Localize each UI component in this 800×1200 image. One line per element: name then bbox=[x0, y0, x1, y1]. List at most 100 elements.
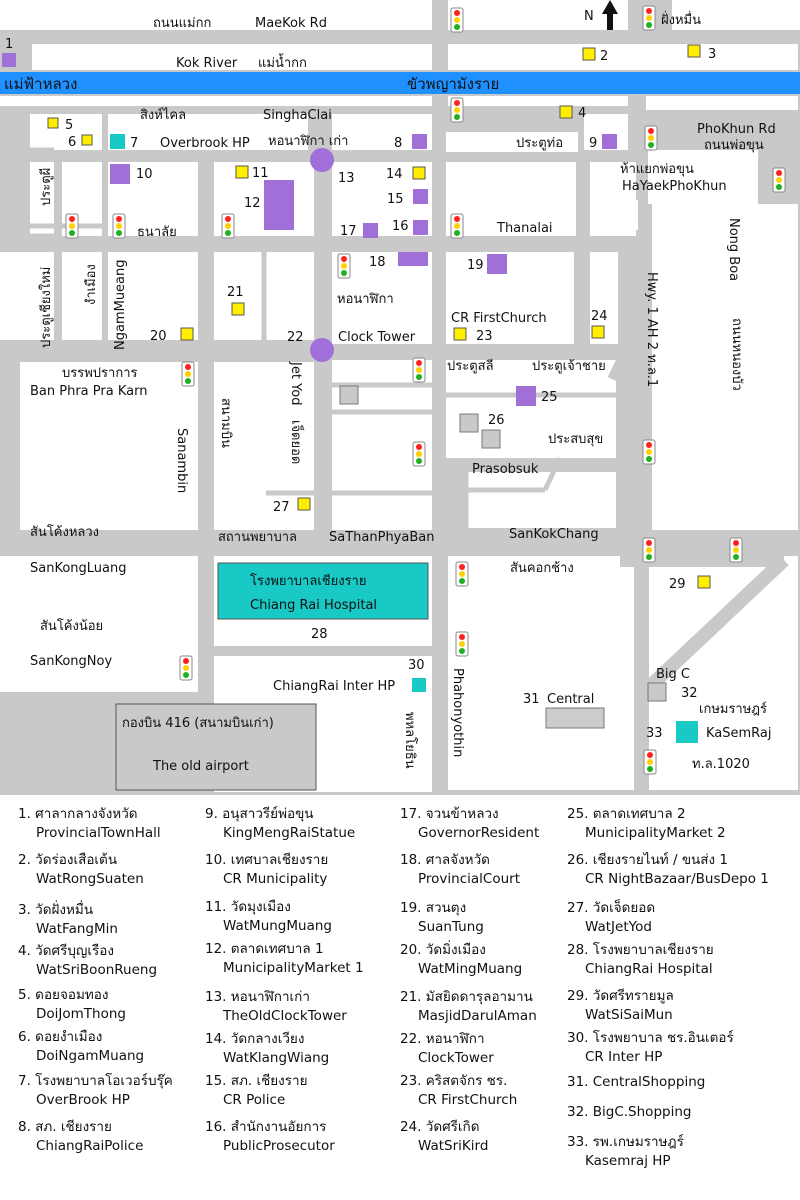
label-ngamueang-th: งำเมือง bbox=[83, 264, 99, 305]
label-maekok-en: MaeKok Rd bbox=[255, 16, 327, 31]
legend-item-subtitle: MunicipalityMarket 1 bbox=[223, 960, 364, 976]
legend-item-subtitle: WatFangMin bbox=[36, 921, 118, 937]
svg-text:7: 7 bbox=[130, 136, 138, 151]
label-sathan-en: SaThanPhyaBan bbox=[329, 530, 434, 545]
marker-25[interactable] bbox=[516, 386, 536, 406]
marker-6[interactable] bbox=[81, 134, 93, 146]
chiang-rai-hospital-area[interactable] bbox=[217, 562, 429, 620]
label-hwy: Hwy. 1 AH 2 ท.ล.1 bbox=[644, 272, 659, 387]
marker-24[interactable] bbox=[591, 325, 605, 339]
legend-item-title: 13. หอนาฬิกาเก่า bbox=[205, 989, 310, 1005]
legend-item: 32. BigC.Shopping bbox=[567, 1103, 691, 1122]
legend-item-title: 8. สภ. เชียงราย bbox=[18, 1119, 112, 1135]
legend-item-subtitle: OverBrook HP bbox=[36, 1092, 130, 1108]
old-airport-area[interactable] bbox=[115, 703, 317, 791]
legend-item-subtitle: KingMengRaiStatue bbox=[223, 825, 356, 841]
marker-14[interactable] bbox=[412, 166, 426, 180]
label-maefa-th: แม่ฟ้าหลวง bbox=[4, 75, 77, 93]
svg-text:15: 15 bbox=[387, 192, 404, 207]
legend-item-title: 10. เทศบาลเชียงราย bbox=[205, 852, 329, 868]
legend-item-title: 33. รพ.เกษมราษฎร์ bbox=[567, 1134, 684, 1150]
legend-item-title: 23. คริสตจักร ชร. bbox=[400, 1073, 508, 1089]
marker-3[interactable] bbox=[687, 44, 701, 58]
legend-item-subtitle: WatMungMuang bbox=[223, 918, 332, 934]
svg-text:29: 29 bbox=[669, 577, 686, 592]
marker-9[interactable] bbox=[602, 134, 617, 149]
label-fangmin-th: ฝั่งหมื่น bbox=[661, 11, 701, 28]
traffic-light-icon bbox=[455, 561, 469, 587]
label-firstchurch: CR FirstChurch bbox=[451, 311, 547, 326]
marker-16[interactable] bbox=[413, 220, 428, 235]
label-interhp: ChiangRai Inter HP bbox=[273, 679, 395, 694]
svg-text:12: 12 bbox=[244, 196, 261, 211]
marker-17[interactable] bbox=[363, 223, 378, 238]
marker-26b[interactable] bbox=[481, 429, 501, 449]
legend-item-title: 4. วัดศรีบุญเรือง bbox=[18, 943, 114, 959]
marker-32[interactable] bbox=[647, 682, 667, 702]
marker-20[interactable] bbox=[180, 327, 194, 341]
marker-23[interactable] bbox=[453, 327, 467, 341]
label-nonghongbua-th: ถนนหนองบัว bbox=[729, 318, 744, 391]
marker-19[interactable] bbox=[487, 254, 507, 274]
legend-item-subtitle: ChiangRai Hospital bbox=[585, 961, 713, 977]
traffic-light-icon bbox=[412, 357, 426, 383]
svg-text:5: 5 bbox=[65, 118, 73, 133]
legend-item-subtitle: WatMingMuang bbox=[418, 961, 523, 977]
label-sankongnoi-th: สันโค้งน้อย bbox=[40, 618, 103, 634]
marker-7[interactable] bbox=[110, 134, 125, 149]
label-sankhongluang-th: สันโค้งหลวง bbox=[30, 524, 99, 540]
old-clock-tower-marker[interactable] bbox=[310, 148, 334, 172]
label-pratu-cm-th: ประตูเชียงใหม่ bbox=[38, 267, 54, 348]
label-ngammueang-en: NgamMueang bbox=[113, 259, 128, 350]
legend-item-title: 25. ตลาดเทศบาล 2 bbox=[567, 806, 686, 822]
marker-15[interactable] bbox=[413, 189, 428, 204]
marker-18[interactable] bbox=[398, 252, 428, 266]
marker-11[interactable] bbox=[235, 165, 249, 179]
label-prasobsuk-th: ประสบสุข bbox=[548, 432, 603, 447]
traffic-light-icon bbox=[450, 7, 464, 33]
legend-item-title: 30. โรงพยาบาล ชร.อินเตอร์ bbox=[567, 1030, 734, 1046]
label-bua-th: ขัวพญามังราย bbox=[407, 75, 499, 93]
marker-12[interactable] bbox=[264, 180, 294, 230]
svg-text:16: 16 bbox=[392, 219, 409, 234]
traffic-light-icon bbox=[412, 441, 426, 467]
svg-text:30: 30 bbox=[408, 658, 425, 673]
marker-5[interactable] bbox=[47, 117, 59, 129]
label-thanalai-th: ธนาลัย bbox=[137, 225, 177, 240]
label-thanalai-en: Thanalai bbox=[496, 221, 553, 236]
label-singhaclai-en: SinghaClai bbox=[263, 108, 332, 123]
marker-8[interactable] bbox=[412, 134, 427, 149]
legend-item-title: 19. สวนตุง bbox=[400, 900, 467, 916]
legend-item-subtitle: WatSriKird bbox=[418, 1138, 489, 1154]
marker-numbers: 1 2 3 4 5 6 7 8 9 10 11 12 13 14 15 16 1… bbox=[5, 37, 716, 741]
marker-26a[interactable] bbox=[459, 413, 479, 433]
traffic-light-icon bbox=[221, 213, 235, 239]
marker-10[interactable] bbox=[110, 164, 130, 184]
marker-2[interactable] bbox=[582, 47, 596, 61]
marker-27[interactable] bbox=[297, 497, 311, 511]
label-phahonyothin-th: พหลโยธิน bbox=[402, 712, 418, 769]
svg-text:21: 21 bbox=[227, 285, 244, 300]
clock-tower-marker[interactable] bbox=[310, 338, 334, 362]
marker-29[interactable] bbox=[697, 575, 711, 589]
label-pratuchaochai-th: ประตูเจ้าชาย bbox=[532, 359, 606, 374]
legend-item-subtitle: ChiangRaiPolice bbox=[36, 1138, 144, 1154]
traffic-light-icon bbox=[450, 97, 464, 123]
svg-text:4: 4 bbox=[578, 106, 586, 121]
marker-4[interactable] bbox=[559, 105, 573, 119]
marker-21[interactable] bbox=[231, 302, 245, 316]
label-clock-en: Clock Tower bbox=[338, 330, 416, 345]
legend-item: 23. คริสตจักร ชร.CR FirstChurch bbox=[400, 1072, 517, 1110]
marker-30[interactable] bbox=[412, 678, 426, 692]
svg-text:33: 33 bbox=[646, 726, 663, 741]
marker-1[interactable] bbox=[2, 53, 16, 67]
central-shopping-block[interactable] bbox=[545, 707, 605, 729]
marker-33[interactable] bbox=[676, 721, 698, 743]
